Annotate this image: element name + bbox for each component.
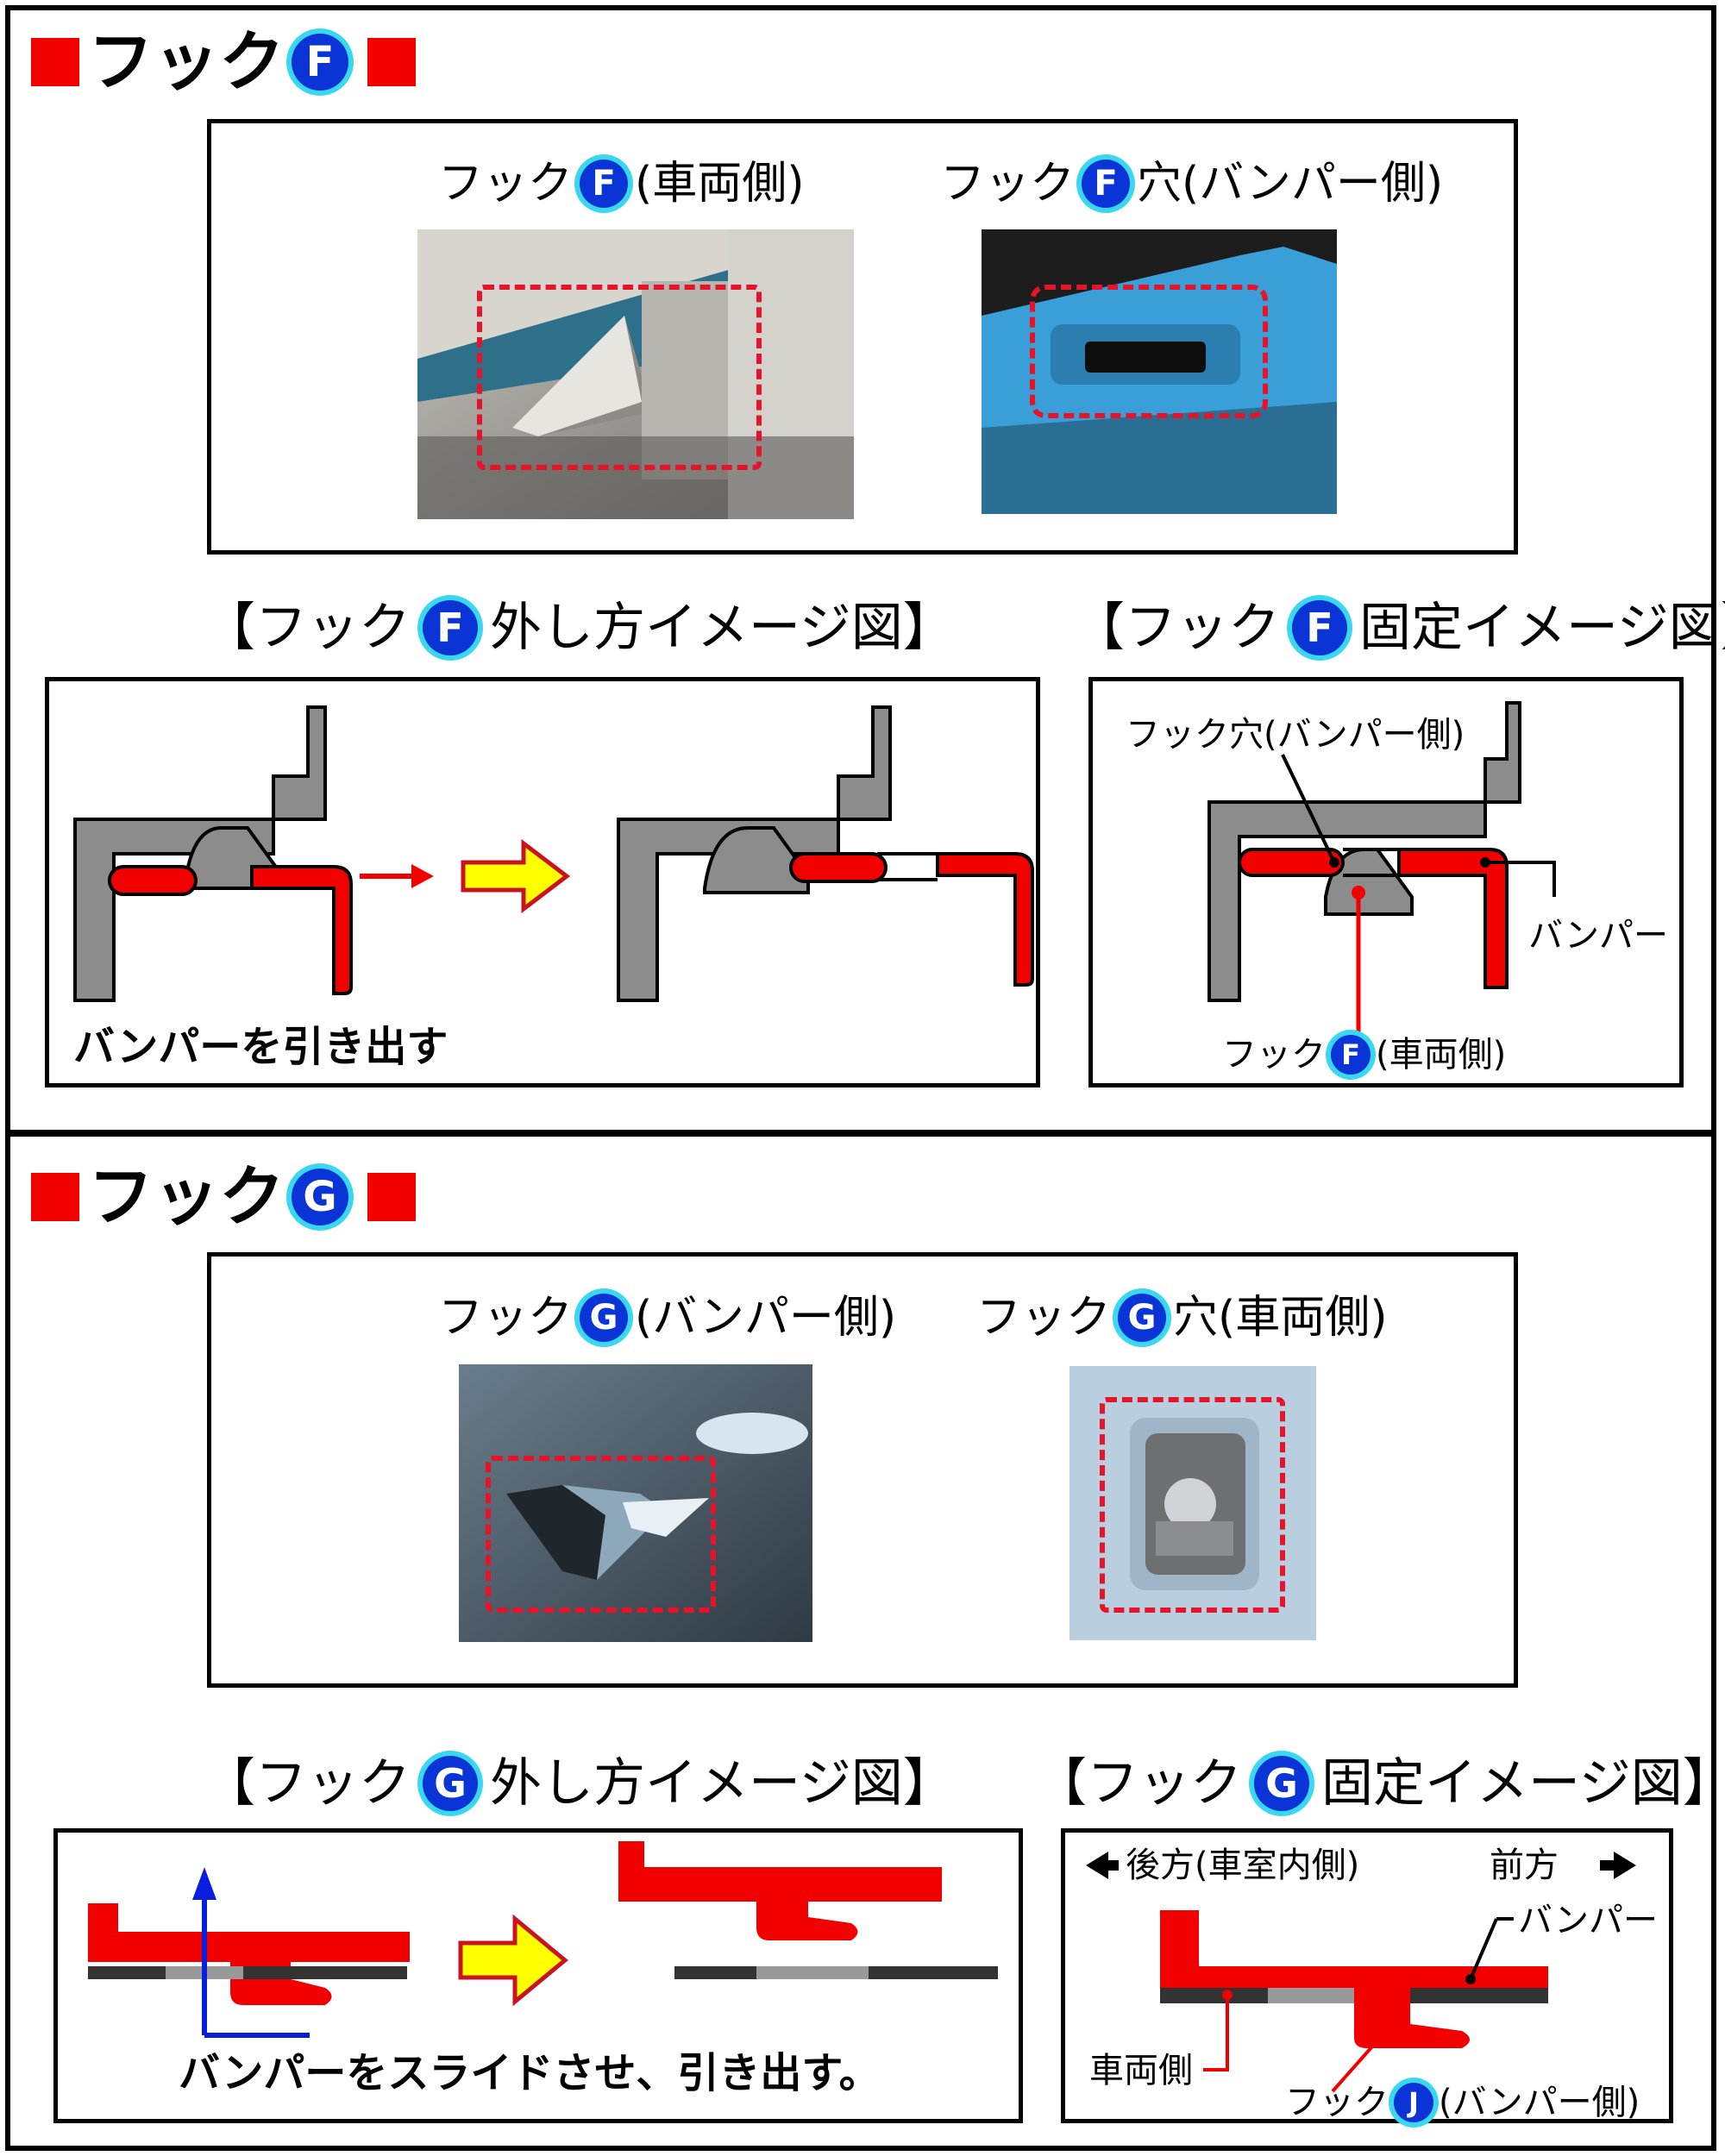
hook-g-hole-photo	[1070, 1366, 1316, 1640]
rear-label: 後方(車室内側)	[1126, 1846, 1360, 1885]
hook-f-badge: F	[423, 600, 478, 655]
section-f-title: フック F	[31, 29, 416, 95]
section-g-title: フック G	[31, 1164, 416, 1230]
hook-f-badge: F	[1331, 1035, 1371, 1075]
highlight-box	[486, 1456, 716, 1613]
hook-g-badge: G	[1118, 1294, 1167, 1342]
hook-f-badge: F	[292, 34, 348, 91]
photo-f-right-label: フック F 穴(バンパー側)	[940, 158, 1444, 210]
hook-f-remove-header: 【フック F 外し方イメージ図】	[204, 598, 955, 658]
hook-g-badge: G	[580, 1294, 629, 1342]
hook-f-fix-header: 【フック F 固定イメージ図】	[1073, 598, 1725, 658]
front-label: 前方	[1490, 1846, 1559, 1885]
fix-bumper-label: バンパー	[1528, 916, 1668, 956]
hook-f-vehicle-illustration	[417, 229, 854, 519]
left-arrow-icon	[1086, 1852, 1108, 1879]
fix-hole-label: フック穴(バンパー側)	[1126, 715, 1465, 755]
hook-g-fix-drawing	[1086, 1852, 1636, 2093]
photo-f-left-label: フック F (車両側)	[438, 158, 805, 210]
photo-g-right-label: フック G 穴(車両側)	[976, 1292, 1388, 1344]
hook-j-label: フック J (バンパー側)	[1285, 2083, 1640, 2122]
highlight-box	[1030, 285, 1268, 418]
hook-f-hole-photo	[982, 229, 1337, 514]
hook-f-fix-drawing	[1208, 701, 1556, 1035]
hook-g-hole-illustration	[1070, 1366, 1316, 1640]
hook-g-badge: G	[423, 1756, 478, 1811]
hook-j-badge: J	[1394, 2083, 1433, 2122]
red-square-icon	[31, 1173, 79, 1221]
hook-f-hole-illustration	[982, 229, 1337, 514]
hook-g-remove-caption: バンパーをスライドさせ、引き出す。	[179, 2049, 881, 2097]
hook-f-remove-caption: バンパーを引き出す	[73, 1023, 448, 1071]
highlight-box	[1100, 1397, 1285, 1613]
hook-f-remove-diagram: バンパーを引き出す	[45, 677, 1040, 1087]
right-arrow-icon	[1614, 1852, 1636, 1879]
highlight-box	[477, 285, 762, 470]
hook-g-badge: G	[1254, 1756, 1309, 1811]
hook-g-bumper-photo	[459, 1364, 812, 1642]
hook-f-remove-drawing	[73, 705, 1034, 1002]
hook-f-vehicle-photo	[417, 229, 854, 519]
photo-g-left-label: フック G (バンパー側)	[438, 1292, 897, 1344]
hook-f-badge: F	[580, 160, 629, 208]
hook-g-fix-header: 【フック G 固定イメージ図】	[1035, 1753, 1725, 1814]
hook-g-remove-diagram: バンパーをスライドさせ、引き出す。	[53, 1828, 1023, 2123]
hook-f-fix-diagram: フック穴(バンパー側) バンパー フック F (車両側)	[1088, 677, 1684, 1087]
hook-g-fix-diagram: 後方(車室内側) 前方 バンパー 車両側 フック J (バンパー側)	[1061, 1828, 1673, 2123]
hook-g-badge: G	[292, 1169, 348, 1225]
hook-g-remove-drawing	[88, 1841, 998, 2038]
red-square-icon	[367, 1173, 416, 1221]
hook-g-bumper-illustration	[459, 1364, 812, 1642]
hook-f-badge: F	[1082, 160, 1131, 208]
bumper-label: バンパー	[1518, 1901, 1658, 1940]
hook-f-badge: F	[1292, 600, 1347, 655]
fix-hook-label: フック F (車両側)	[1222, 1035, 1507, 1075]
vehicle-side-label: 車両側	[1089, 2051, 1193, 2090]
red-square-icon	[31, 38, 79, 86]
red-square-icon	[367, 38, 416, 86]
hook-g-remove-header: 【フック G 外し方イメージ図】	[204, 1753, 955, 1814]
